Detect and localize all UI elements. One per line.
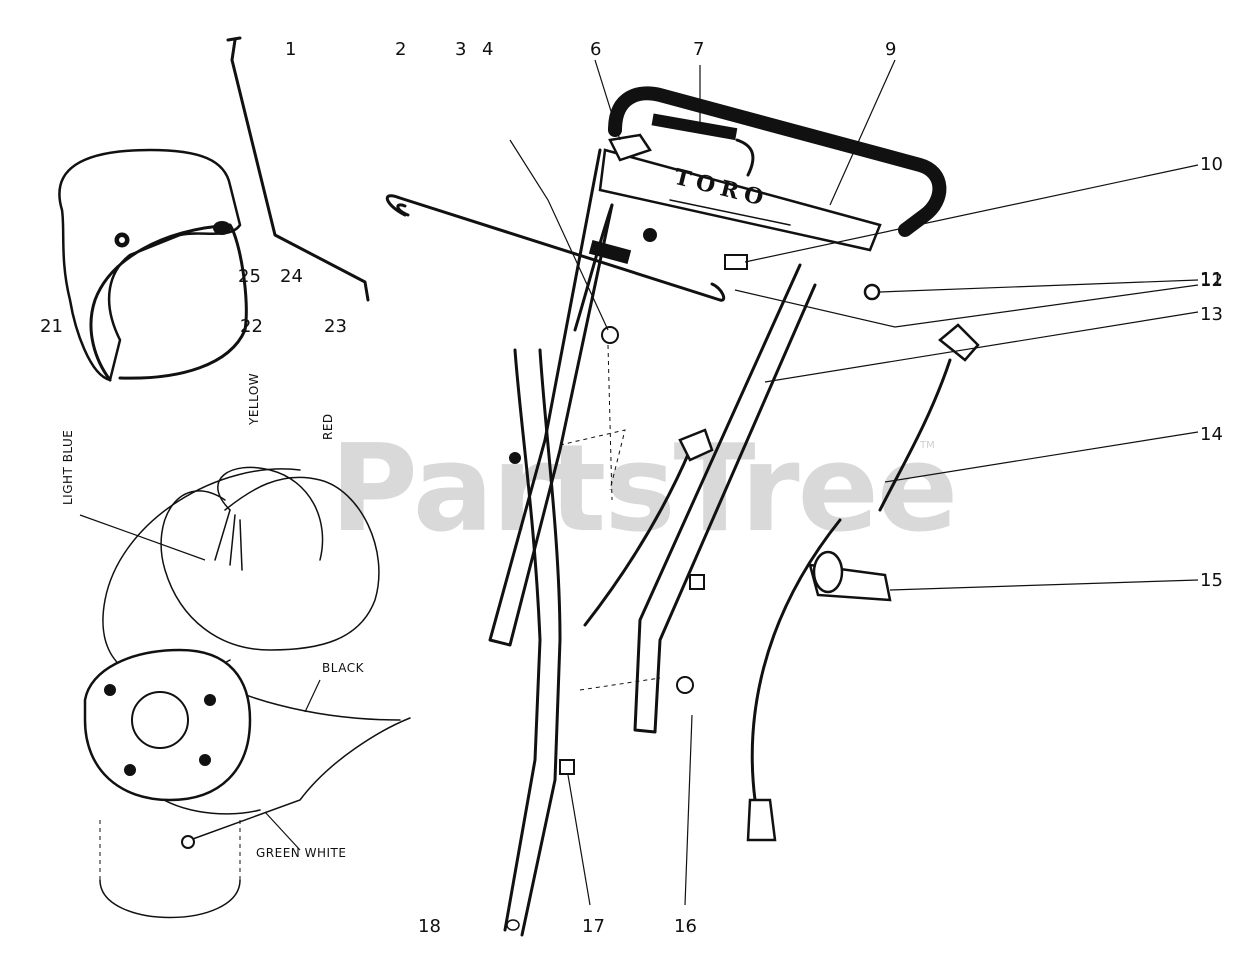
watermark-trademark: TM (919, 440, 935, 451)
callout-12: 12 (1200, 270, 1223, 291)
callout-25: 25 (238, 266, 261, 287)
callout-11: 11 (1200, 269, 1223, 290)
callout-17: 17 (582, 916, 605, 937)
callout-14: 14 (1200, 424, 1223, 445)
callout-10: 10 (1200, 154, 1223, 175)
callout-21: 21 (40, 316, 63, 337)
callout-6: 6 (590, 39, 601, 60)
callouts: 1 2 3 4 6 7 9 10 11 12 13 14 15 16 17 18… (40, 39, 1223, 937)
callout-24: 24 (280, 266, 303, 287)
callout-18: 18 (418, 916, 441, 937)
motor (83, 648, 252, 919)
short-cord (583, 428, 714, 627)
callout-15: 15 (1200, 570, 1223, 591)
control-rod (386, 194, 726, 302)
watermark: PartsTree (330, 420, 956, 559)
wire-label-black: BLACK (322, 661, 365, 675)
leader-lines (79, 59, 1199, 906)
callout-9: 9 (885, 39, 896, 60)
wire-label-light-blue: LIGHT BLUE (61, 430, 75, 505)
callout-13: 13 (1200, 304, 1223, 325)
callout-16: 16 (674, 916, 697, 937)
callout-23: 23 (324, 316, 347, 337)
callout-3: 3 (455, 39, 466, 60)
small-hardware (181, 228, 881, 849)
wiring-harness (102, 466, 411, 841)
callout-4: 4 (482, 39, 493, 60)
rod-part-23 (226, 36, 370, 302)
motor-cover-shroud (58, 148, 248, 382)
callout-22: 22 (240, 316, 263, 337)
wire-label-yellow: YELLOW (247, 373, 261, 426)
handle-tube-part-18 (503, 348, 562, 937)
upper-handle: TORO (598, 86, 947, 252)
power-cord (746, 323, 980, 842)
wire-label-green-white: GREEN WHITE (256, 846, 346, 860)
wire-label-red: RED (321, 413, 335, 440)
wire-labels: LIGHT BLUE YELLOW RED BLACK GREEN WHITE (61, 373, 365, 860)
lower-handle (488, 148, 817, 734)
callout-2: 2 (395, 39, 406, 60)
callout-7: 7 (693, 39, 704, 60)
assembly-lines (559, 344, 661, 691)
callout-1: 1 (285, 39, 296, 60)
